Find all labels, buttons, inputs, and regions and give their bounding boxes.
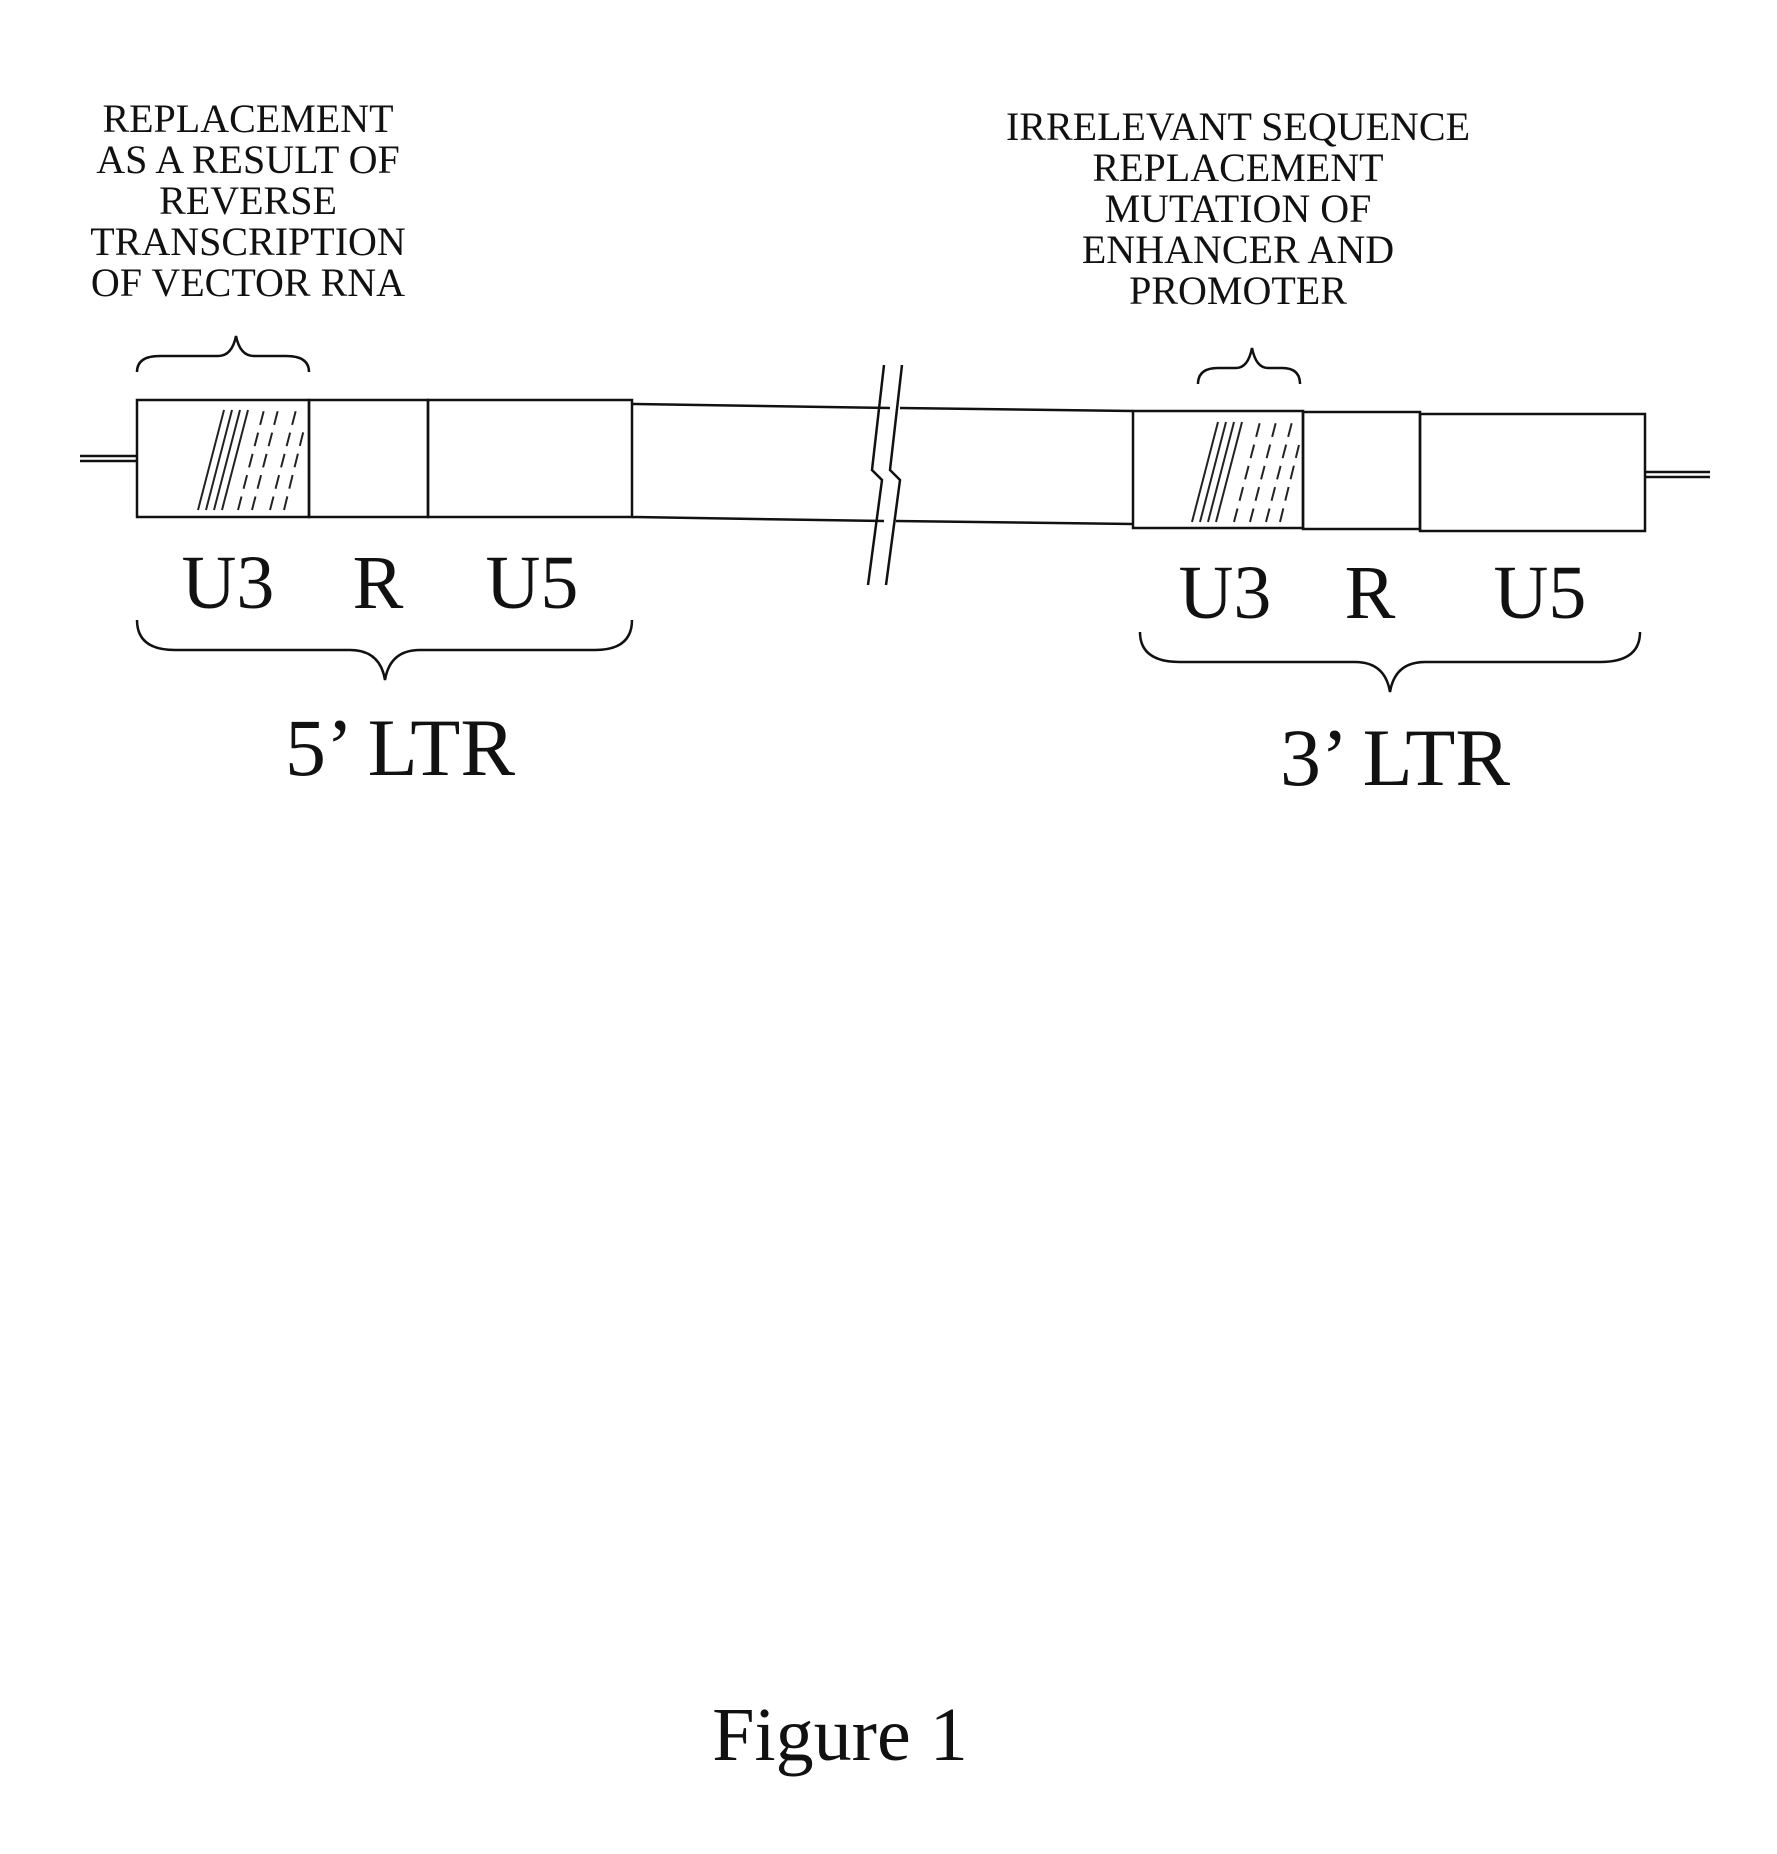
- ltr-5-r-box: [309, 400, 428, 517]
- ltr-3-r-box: [1303, 412, 1420, 529]
- ltr-3-r-label: R: [1345, 551, 1396, 635]
- ltr-3-brace: [1140, 632, 1640, 692]
- ltr-5-u3-hatching: [198, 410, 305, 510]
- vector-body: [632, 404, 1133, 524]
- ltr-5-r-label: R: [353, 541, 404, 625]
- left-annotation-line: TRANSCRIPTION: [90, 219, 406, 264]
- ltr-5-region-labels: U3 R U5: [182, 541, 579, 625]
- right-annotation-line: IRRELEVANT SEQUENCE: [1006, 104, 1470, 149]
- left-annotation-line: AS A RESULT OF: [96, 137, 399, 182]
- right-annotation-line: MUTATION OF: [1105, 186, 1372, 231]
- ltr-5-label: 5’ LTR: [285, 702, 515, 793]
- left-annotation: REPLACEMENT AS A RESULT OF REVERSE TRANS…: [90, 96, 406, 305]
- right-annotation-line: ENHANCER AND: [1082, 227, 1394, 272]
- flanking-dna-left: [80, 456, 137, 461]
- ltr-3-u5-label: U5: [1494, 551, 1587, 635]
- ltr-3-region-labels: U3 R U5: [1179, 551, 1587, 635]
- ltr-3-u3-hatching: [1192, 422, 1299, 522]
- left-annotation-line: REVERSE: [159, 178, 337, 223]
- right-top-brace: [1198, 348, 1300, 384]
- left-annotation-line: OF VECTOR RNA: [91, 260, 405, 305]
- ltr-5-u5-box: [428, 400, 632, 517]
- ltr-3-u5-box: [1420, 414, 1645, 531]
- figure-caption: Figure 1: [712, 1693, 967, 1777]
- right-annotation-line: REPLACEMENT: [1092, 145, 1383, 190]
- right-annotation-line: PROMOTER: [1129, 268, 1347, 313]
- ltr-5-u3-label: U3: [182, 541, 275, 625]
- ltr-5-u5-label: U5: [486, 541, 579, 625]
- left-top-brace: [137, 336, 309, 372]
- ltr-3-u3-label: U3: [1179, 551, 1272, 635]
- ltr-5-brace: [137, 620, 632, 680]
- sequence-break-mark: [868, 365, 902, 585]
- flanking-dna-right: [1645, 472, 1710, 477]
- right-annotation: IRRELEVANT SEQUENCE REPLACEMENT MUTATION…: [1006, 104, 1470, 313]
- ltr-3-label: 3’ LTR: [1280, 712, 1510, 803]
- left-annotation-line: REPLACEMENT: [102, 96, 393, 141]
